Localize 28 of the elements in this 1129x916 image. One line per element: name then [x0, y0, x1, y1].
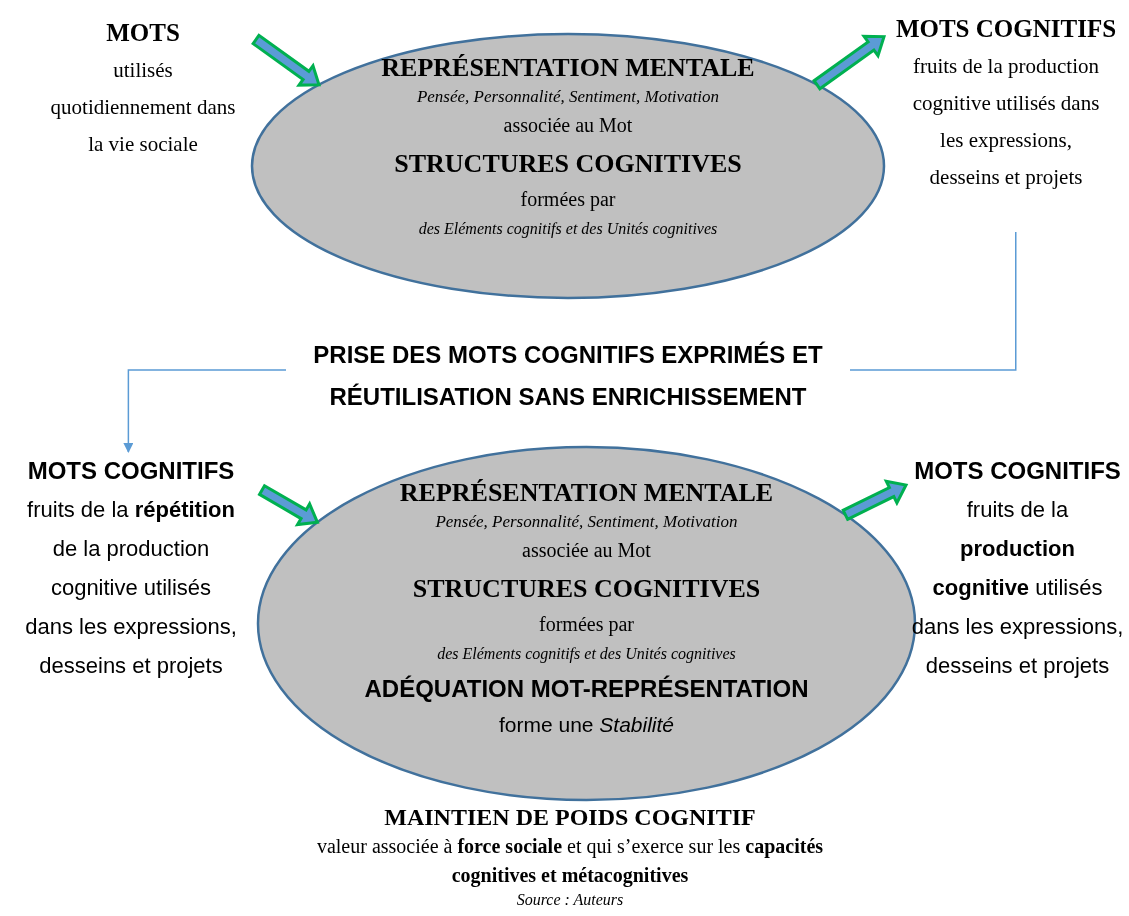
heading: ADÉQUATION MOT-REPRÉSENTATION — [364, 674, 809, 704]
heading: STRUCTURES COGNITIVES — [394, 148, 742, 180]
block-arrow — [841, 479, 909, 522]
body-text: associée au Mot — [503, 113, 633, 138]
caption: Source : Auteurs — [516, 890, 624, 910]
body-text: fruits de la répétition de la production cognitive utilisés dans les expressions, desseins et projets — [25, 496, 237, 680]
body-text: valeur associée à force sociale et qui s’exerce sur les capacités cognitives et métacognitives — [315, 834, 825, 889]
heading: REPRÉSENTATION MENTALE — [399, 477, 774, 509]
subtitle-text: Pensée, Personnalité, Sentiment, Motivation — [435, 511, 738, 533]
body-text: associée au Mot — [522, 538, 651, 563]
body-text: utilisés quotidiennement dans la vie sociale — [49, 57, 237, 158]
subtitle-text: des Eléments cognitifs et des Unités cognitives — [437, 644, 736, 665]
heading: MOTS COGNITIFS — [895, 14, 1117, 44]
block-arrow — [812, 34, 887, 91]
heading: MAINTIEN DE POIDS COGNITIF — [384, 803, 756, 832]
heading: MOTS COGNITIFS — [914, 456, 1121, 486]
body-text: formées par — [520, 187, 616, 213]
body-text: formées par — [539, 612, 634, 638]
subtitle-text: Pensée, Personnalité, Sentiment, Motivation — [416, 86, 720, 108]
heading: MOTS — [106, 18, 180, 48]
subtitle-text: des Eléments cognitifs et des Unités cognitives — [418, 219, 718, 240]
body-text: forme une Stabilité — [498, 712, 675, 738]
body-text: fruits de la production cognitive utilisés dans les expressions, desseins et projets — [911, 53, 1101, 191]
heading: MOTS COGNITIFS — [27, 456, 235, 486]
block-arrow — [251, 33, 322, 87]
block-arrow — [257, 483, 320, 527]
heading: STRUCTURES COGNITIVES — [412, 573, 761, 605]
heading: REPRÉSENTATION MENTALE — [381, 52, 755, 84]
